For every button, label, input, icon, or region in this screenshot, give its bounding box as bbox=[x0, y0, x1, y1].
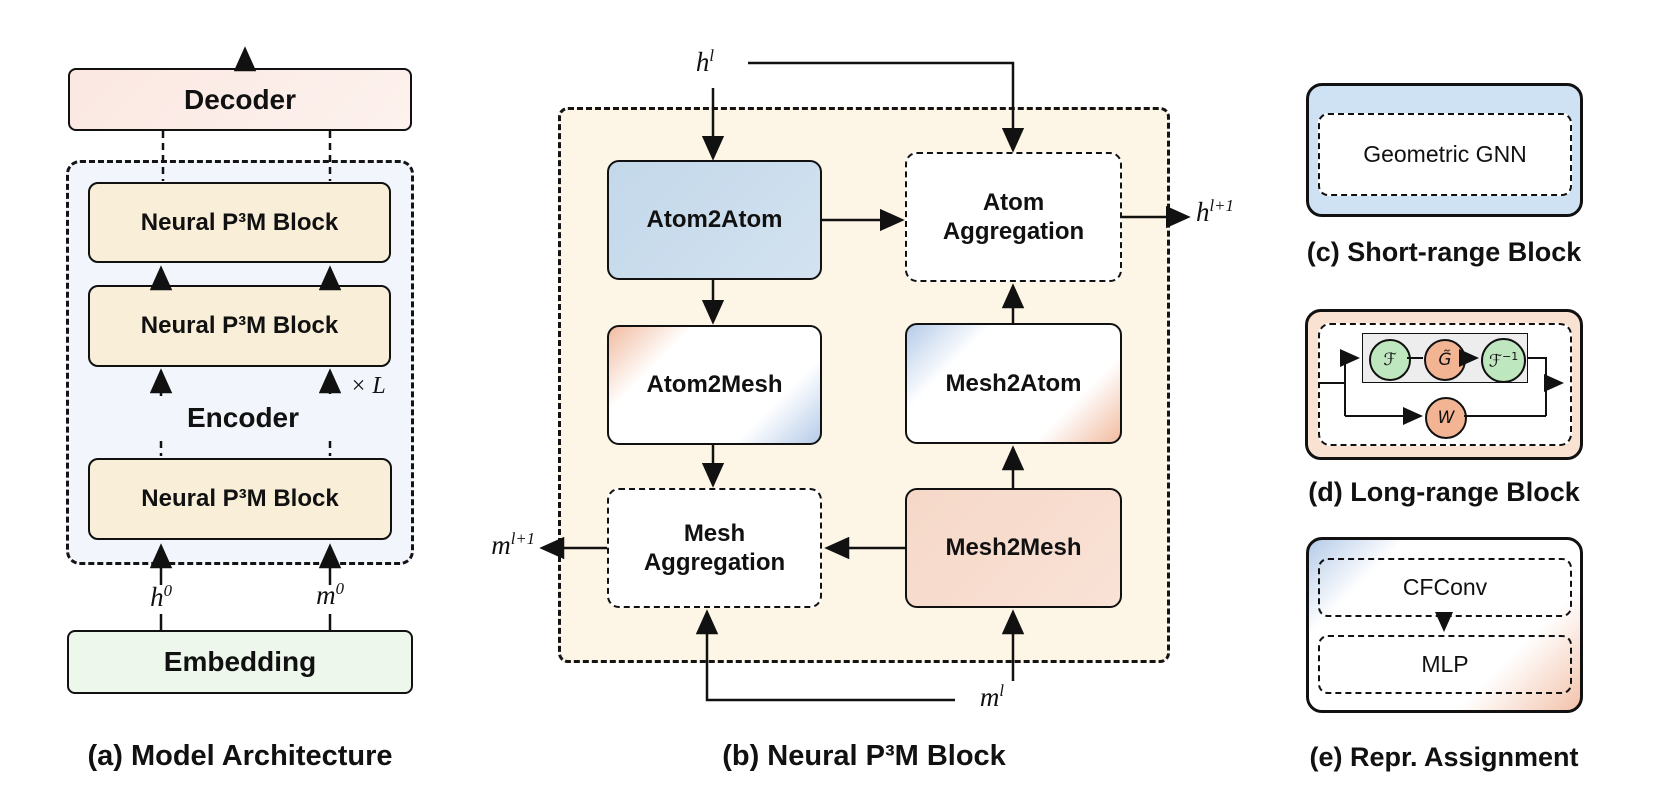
green-function-circle: G̃ bbox=[1424, 339, 1466, 381]
mlp-label: MLP bbox=[1421, 651, 1469, 677]
atom2mesh-box: Atom2Mesh bbox=[607, 325, 822, 445]
green-function-label: G̃ bbox=[1438, 350, 1452, 370]
cfconv-label: CFConv bbox=[1402, 574, 1488, 600]
h0-label: h0 bbox=[150, 581, 172, 612]
np3m-block-1: Neural P³M Block bbox=[88, 182, 391, 263]
w-label: W bbox=[1437, 408, 1455, 428]
np3m-block-2: Neural P³M Block bbox=[88, 285, 391, 367]
atom2mesh-label: Atom2Mesh bbox=[646, 371, 783, 399]
atom2atom-box: Atom2Atom bbox=[607, 160, 822, 280]
mesh2atom-box: Mesh2Atom bbox=[905, 323, 1122, 444]
mesh-aggregation-box: Mesh Aggregation bbox=[607, 488, 822, 608]
fourier-circle: ℱ bbox=[1369, 339, 1411, 381]
np3m-block-2-label: Neural P³M Block bbox=[140, 312, 339, 340]
w-circle: W bbox=[1425, 397, 1467, 439]
m-out-label: ml+1 bbox=[491, 529, 535, 560]
repeat-times-label: × L bbox=[350, 373, 386, 399]
decoder-label: Decoder bbox=[183, 83, 297, 115]
mesh2atom-label: Mesh2Atom bbox=[945, 369, 1082, 397]
atom-aggregation-label: Atom Aggregation bbox=[942, 188, 1085, 245]
inverse-fourier-label: ℱ−1 bbox=[1488, 349, 1519, 372]
caption-panel-e: (e) Repr. Assignment bbox=[1309, 742, 1579, 772]
caption-panel-d: (d) Long-range Block bbox=[1308, 477, 1580, 507]
np3m-block-1-label: Neural P³M Block bbox=[140, 208, 339, 236]
h-in-label: hl bbox=[695, 46, 715, 77]
m-in-label: ml bbox=[979, 681, 1005, 712]
h-out-label: hl+1 bbox=[1196, 196, 1234, 227]
cfconv-box: CFConv bbox=[1318, 558, 1572, 617]
np3m-block-3-label: Neural P³M Block bbox=[141, 485, 339, 513]
caption-panel-b: (b) Neural P³M Block bbox=[722, 740, 1006, 772]
mesh2mesh-box: Mesh2Mesh bbox=[905, 488, 1122, 608]
geometric-gnn-label: Geometric GNN bbox=[1363, 141, 1527, 167]
np3m-block-3: Neural P³M Block bbox=[88, 458, 392, 540]
caption-panel-a: (a) Model Architecture bbox=[87, 740, 393, 772]
decoder-box: Decoder bbox=[68, 68, 412, 131]
geometric-gnn-box: Geometric GNN bbox=[1318, 113, 1572, 196]
mesh2mesh-label: Mesh2Mesh bbox=[945, 534, 1082, 562]
encoder-label: Encoder bbox=[186, 402, 300, 433]
mesh-aggregation-label: Mesh Aggregation bbox=[643, 519, 786, 576]
embedding-label: Embedding bbox=[163, 646, 317, 677]
atom-aggregation-box: Atom Aggregation bbox=[905, 152, 1122, 282]
caption-panel-c: (c) Short-range Block bbox=[1306, 237, 1582, 267]
m0-label: m0 bbox=[316, 579, 344, 610]
mlp-box: MLP bbox=[1318, 635, 1572, 694]
fourier-label: ℱ bbox=[1383, 350, 1397, 370]
atom2atom-label: Atom2Atom bbox=[646, 206, 783, 234]
embedding-box: Embedding bbox=[67, 630, 413, 694]
inverse-fourier-circle: ℱ−1 bbox=[1481, 338, 1526, 383]
